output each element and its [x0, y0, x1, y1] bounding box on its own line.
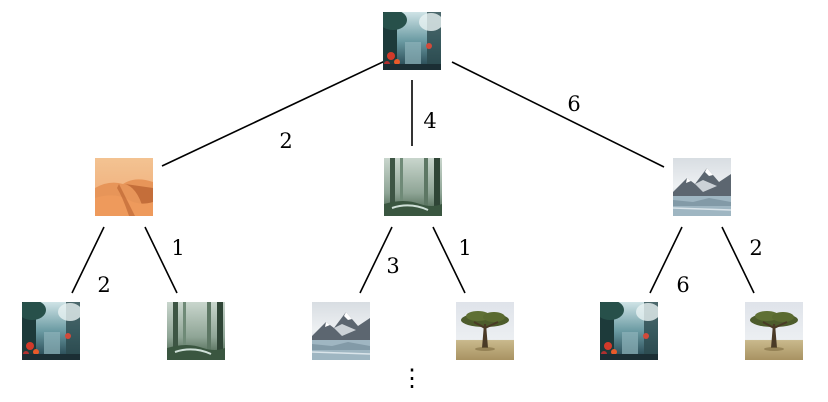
edge-label-forest-to-forest-c1: 3 — [386, 254, 399, 278]
edge-label-root-to-mountain: 6 — [567, 92, 580, 116]
edge-root-to-desert — [161, 60, 386, 167]
edge-root-to-mountain — [451, 61, 665, 168]
edge-desert-to-desert-c1 — [71, 226, 105, 294]
edge-desert-to-desert-c2 — [144, 226, 178, 294]
node-forest-c1-mountain-lake-image — [312, 302, 370, 360]
node-layer — [22, 12, 803, 360]
node-forest-misty-forest-image — [384, 158, 442, 216]
edge-label-forest-to-forest-c2: 1 — [458, 236, 471, 260]
edge-label-desert-to-desert-c2: 1 — [171, 236, 184, 260]
edge-label-root-to-desert: 2 — [279, 129, 292, 153]
node-desert-desert-dunes-image — [95, 158, 153, 216]
ellipsis-indicator: ⋮ — [400, 364, 424, 392]
node-forest-c2-savanna-tree-image — [456, 302, 514, 360]
edge-mountain-to-mountain-c1 — [649, 226, 683, 294]
node-desert-c1-forest-flowers-image — [22, 302, 80, 360]
edge-label-desert-to-desert-c1: 2 — [97, 273, 110, 297]
node-mountain-c1-forest-flowers-image — [600, 302, 658, 360]
node-mountain-mountain-lake-image — [673, 158, 731, 216]
edge-forest-to-forest-c2 — [432, 226, 466, 294]
node-desert-c2-misty-forest-image — [167, 302, 225, 360]
edge-mountain-to-mountain-c2 — [721, 226, 755, 294]
edge-layer — [71, 60, 755, 294]
edge-label-mountain-to-mountain-c2: 2 — [749, 236, 762, 260]
node-mountain-c2-savanna-tree-image — [745, 302, 803, 360]
edge-label-layer: 2 4 6 2 1 3 1 6 2 — [97, 92, 762, 297]
node-root-forest-flowers-image — [383, 12, 441, 70]
edge-label-mountain-to-mountain-c1: 6 — [676, 273, 689, 297]
edge-label-root-to-forest: 4 — [423, 109, 436, 133]
edge-forest-to-forest-c1 — [359, 226, 393, 294]
